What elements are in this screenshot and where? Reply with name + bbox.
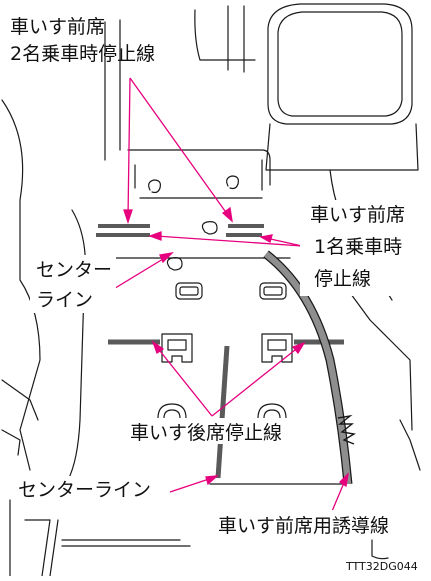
label-rear-stop: 車いす後席停止線 — [130, 422, 282, 444]
label-backgrounds — [14, 200, 426, 536]
figure-code: TTT32DG044 — [345, 560, 418, 573]
guide-line-band — [263, 250, 356, 485]
label-center-upper-line1: センター — [36, 259, 112, 281]
labels: 車いす前席 2名乗車時停止線 車いす前席 1名乗車時 停止線 センター ライン … — [10, 16, 418, 573]
label-guide-line: 車いす前席用誘導線 — [218, 515, 389, 537]
label-front-one-line3: 停止線 — [314, 268, 371, 290]
center-line — [215, 345, 230, 479]
label-center-upper-line2: ライン — [36, 289, 93, 311]
label-center-lower: センターライン — [18, 479, 151, 501]
label-front-two-line1: 車いす前席 — [10, 16, 105, 38]
label-front-one-line2: 1名乗車時 — [314, 236, 402, 258]
callout-leaders — [111, 77, 349, 517]
label-front-one-line1: 車いす前席 — [310, 204, 405, 226]
floor-markings — [96, 224, 344, 479]
label-front-two-line2: 2名乗車時停止線 — [10, 43, 155, 65]
